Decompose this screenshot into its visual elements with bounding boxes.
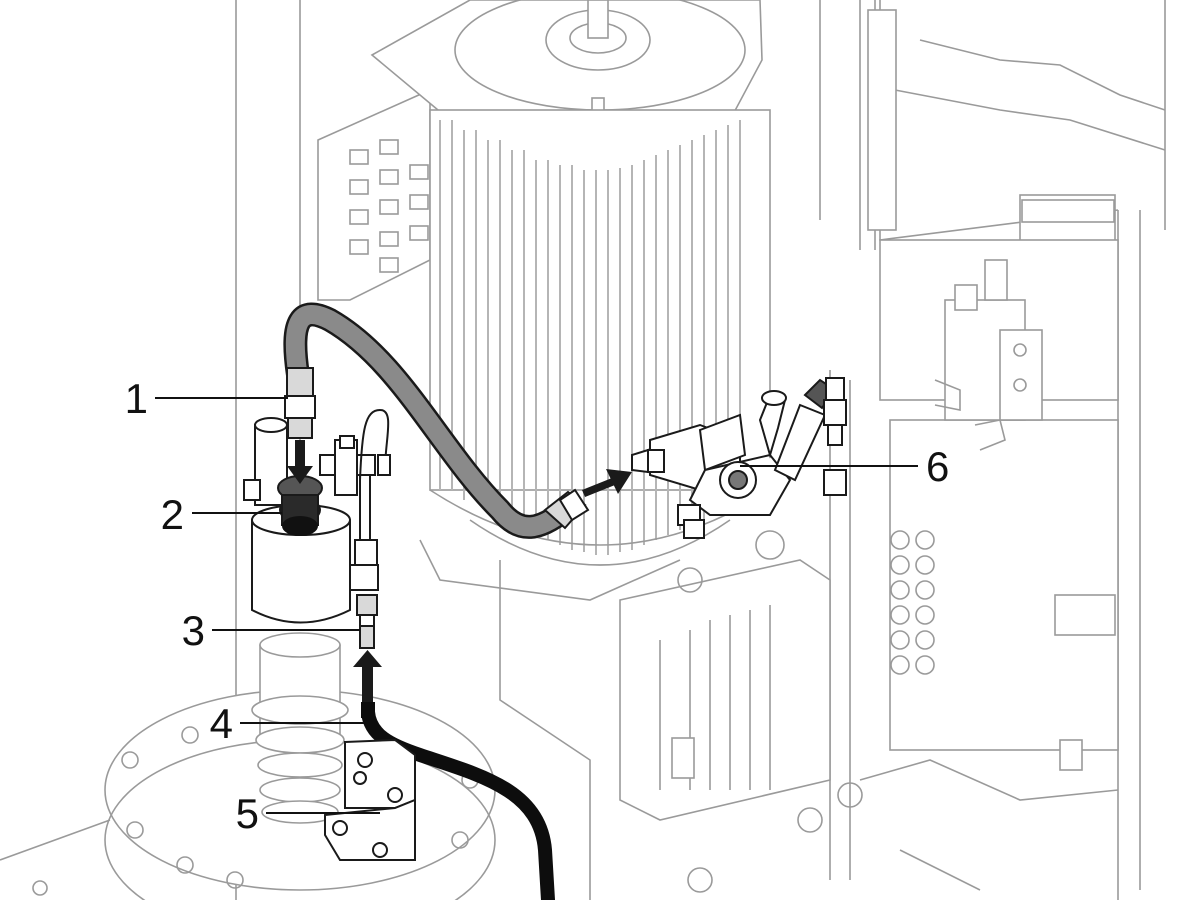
pressure-fitting	[823, 377, 847, 496]
drain-hose	[361, 702, 555, 900]
arrow-up-to-fitting	[353, 650, 382, 702]
hose-upper	[283, 302, 577, 539]
callout-1: 1	[125, 375, 288, 422]
terminal-strip-upper	[1021, 199, 1115, 223]
valve-block	[631, 378, 837, 539]
lower-machinery	[619, 530, 1119, 893]
callout-4: 4	[210, 700, 364, 747]
callout-label: 6	[926, 443, 949, 490]
callout-6: 6	[740, 443, 949, 490]
callout-label: 1	[125, 375, 148, 422]
hose-fitting-upper	[284, 367, 316, 439]
spring-strip	[867, 9, 897, 231]
callout-label: 5	[236, 790, 259, 837]
filter-outlet-fitting	[359, 625, 375, 649]
circuit-board	[317, 88, 431, 301]
hose-fitting-lower	[543, 488, 590, 530]
callout-label: 3	[182, 607, 205, 654]
arrow-down-to-filter	[287, 440, 313, 484]
callout-2: 2	[161, 491, 282, 538]
vent-holes	[890, 530, 935, 675]
callout-label: 2	[161, 491, 184, 538]
arrow-right-to-valve	[582, 469, 632, 497]
machine-frame-background	[235, 0, 1166, 900]
callout-3: 3	[182, 607, 360, 654]
callout-label: 4	[210, 700, 233, 747]
drain-hose-end	[361, 702, 375, 718]
terminal-strip-lower	[1054, 594, 1116, 636]
filter-assembly	[243, 408, 391, 649]
mounting-bracket	[324, 738, 416, 861]
callout-5: 5	[236, 790, 380, 837]
valve-block-inlet	[631, 448, 665, 474]
cooling-fins	[439, 120, 741, 555]
valve-manifold-right	[934, 259, 1043, 451]
pump-pedestal	[251, 632, 349, 824]
filter-inlet-port	[277, 475, 323, 536]
